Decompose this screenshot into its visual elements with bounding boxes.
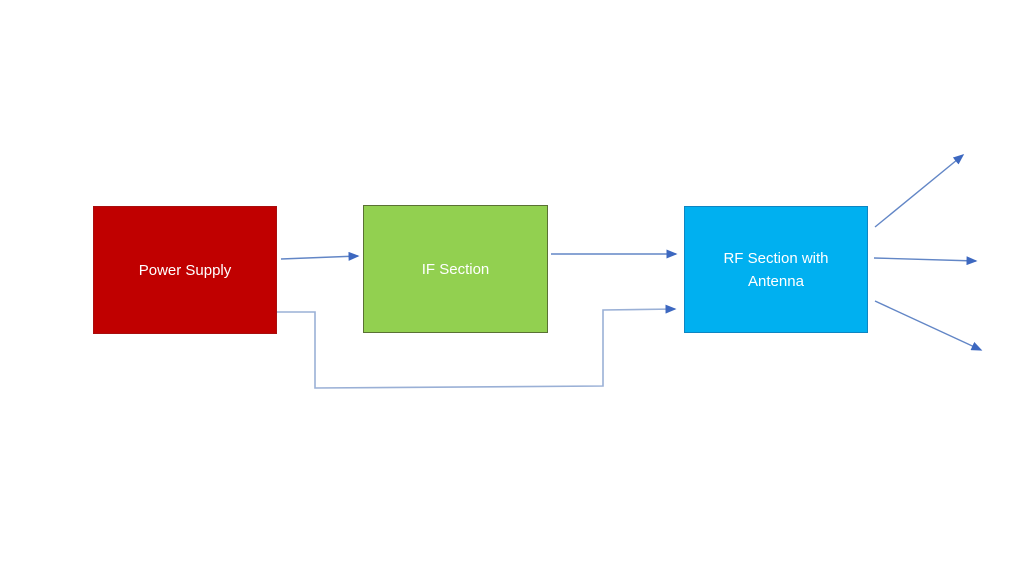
node-power-supply-label: Power Supply	[138, 261, 232, 279]
node-power-supply: Power Supply	[93, 206, 277, 334]
node-if-section: IF Section	[363, 205, 548, 333]
arrow-rf-output-bottom	[874, 300, 983, 351]
node-if-section-label: IF Section	[421, 260, 490, 278]
arrow-rf-output-top	[874, 154, 965, 228]
arrow-rf-output-middle	[873, 256, 978, 266]
node-rf-section-label: RF Section with Antenna	[723, 249, 829, 290]
arrow-power-to-if	[280, 251, 360, 261]
node-rf-section: RF Section with Antenna	[684, 206, 868, 333]
